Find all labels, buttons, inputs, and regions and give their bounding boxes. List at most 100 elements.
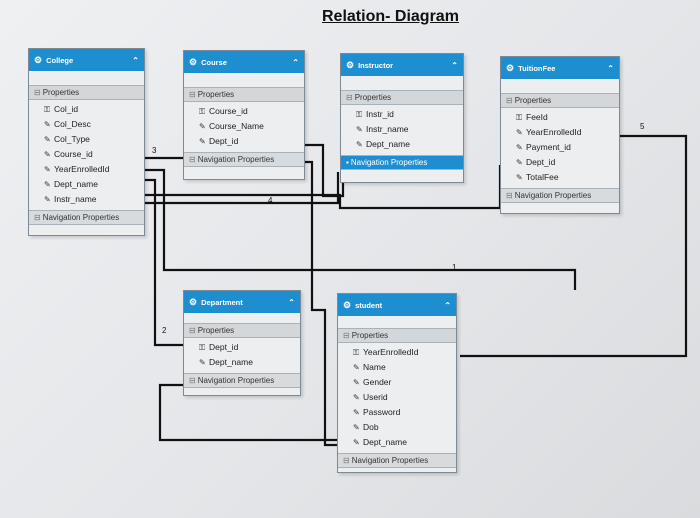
relation-line-college-instructor [143,172,340,205]
entity-name: student [355,300,383,310]
properties-section[interactable]: ⊟Properties [341,90,463,105]
property[interactable]: ✎Course_id [29,147,144,162]
property[interactable]: ✎Dept_id [184,134,304,149]
navigation-properties-section[interactable]: ⊟Navigation Properties [184,152,304,167]
entity-header[interactable]: ⚙ Course ⌃ [184,51,304,73]
property[interactable]: ✎Dept_id [501,155,619,170]
wrench-icon: ✎ [353,423,360,432]
property[interactable]: ✎Gender [338,375,456,390]
entity-name: Department [201,297,243,307]
entity-course[interactable]: ⚙ Course ⌃ ⊟Properties ⚿Course_id✎Course… [183,50,305,180]
property-name: Dept_id [209,136,239,146]
property[interactable]: ✎Name [338,360,456,375]
property-name: Dob [363,422,379,432]
property-name: Dept_id [526,157,556,167]
entity-header[interactable]: ⚙ Instructor ⌃ [341,54,463,76]
chevron-up-icon[interactable]: ⌃ [132,55,139,65]
wrench-icon: ✎ [44,195,51,204]
entity-header[interactable]: ⚙ Department ⌃ [184,291,300,313]
entity-tuitionfee[interactable]: ⚙ TuitionFee ⌃ ⊟Properties ⚿FeeId✎YearEn… [500,56,620,214]
entity-name: TuitionFee [518,63,556,73]
entity-header[interactable]: ⚙ student ⌃ [338,294,456,316]
chevron-up-icon[interactable]: ⌃ [607,63,614,73]
entity-header[interactable]: ⚙ TuitionFee ⌃ [501,57,619,79]
property-name: Dept_id [209,342,239,352]
property-list: ⚿Course_id✎Course_Name✎Dept_id [184,102,304,152]
property[interactable]: ✎Dob [338,420,456,435]
property-name: Course_id [209,106,248,116]
properties-section[interactable]: ⊟Properties [338,328,456,343]
entity-instructor[interactable]: ⚙ Instructor ⌃ ⊟Properties ⚿Instr_id✎Ins… [340,53,464,183]
property-name: YearEnrolledId [363,347,419,357]
entity-student[interactable]: ⚙ student ⌃ ⊟Properties ⚿YearEnrolledId✎… [337,293,457,473]
key-property[interactable]: ⚿Col_id [29,102,144,117]
property[interactable]: ✎YearEnrolledId [29,162,144,177]
property[interactable]: ✎TotalFee [501,170,619,185]
entity-college[interactable]: ⚙ College ⌃ ⊟Properties ⚿Col_id✎Col_Desc… [28,48,145,236]
property-name: TotalFee [526,172,559,182]
wrench-icon: ✎ [199,137,206,146]
property-name: YearEnrolledId [54,164,110,174]
wrench-icon: ✎ [353,378,360,387]
key-property[interactable]: ⚿Instr_id [341,107,463,122]
chevron-up-icon[interactable]: ⌃ [288,297,295,307]
chevron-up-icon[interactable]: ⌃ [444,300,451,310]
wrench-icon: ✎ [353,393,360,402]
chevron-up-icon[interactable]: ⌃ [451,60,458,70]
property[interactable]: ✎Dept_name [184,355,300,370]
diagram-title: Relation- Diagram [322,8,459,25]
entity-icon: ⚙ [34,54,43,65]
property-name: Instr_name [54,194,97,204]
properties-section[interactable]: ⊟Properties [501,93,619,108]
chevron-up-icon[interactable]: ⌃ [292,57,299,67]
relation-number-5: 5 [640,122,645,131]
property-name: Name [363,362,386,372]
property[interactable]: ✎YearEnrolledId [501,125,619,140]
property-name: YearEnrolledId [526,127,582,137]
wrench-icon: ✎ [353,438,360,447]
properties-section[interactable]: ⊟Properties [184,323,300,338]
properties-section[interactable]: ⊟Properties [29,85,144,100]
property-name: Course_Name [209,121,264,131]
property-name: Dept_name [366,139,410,149]
properties-section[interactable]: ⊟Properties [184,87,304,102]
property-name: Instr_id [366,109,394,119]
property[interactable]: ✎Instr_name [341,122,463,137]
navigation-properties-section[interactable]: ⊟Navigation Properties [29,210,144,225]
property-name: FeeId [526,112,548,122]
property-name: Col_Desc [54,119,91,129]
property[interactable]: ✎Dept_name [29,177,144,192]
entity-icon: ⚙ [346,59,355,70]
navigation-properties-section[interactable]: ▪Navigation Properties [341,155,463,170]
property[interactable]: ✎Password [338,405,456,420]
property[interactable]: ✎Col_Desc [29,117,144,132]
property[interactable]: ✎Userid [338,390,456,405]
property[interactable]: ✎Dept_name [338,435,456,450]
property[interactable]: ✎Course_Name [184,119,304,134]
relation-number-1: 1 [452,263,457,272]
key-property[interactable]: ⚿Dept_id [184,340,300,355]
property-name: Userid [363,392,388,402]
entity-department[interactable]: ⚙ Department ⌃ ⊟Properties ⚿Dept_id✎Dept… [183,290,301,396]
property[interactable]: ✎Instr_name [29,192,144,207]
navigation-properties-section[interactable]: ⊟Navigation Properties [501,188,619,203]
key-property[interactable]: ⚿Course_id [184,104,304,119]
property[interactable]: ✎Payment_id [501,140,619,155]
relation-line-tuitionfee-student [460,134,688,358]
property-name: Gender [363,377,392,387]
wrench-icon: ✎ [199,122,206,131]
property-name: Col_id [54,104,79,114]
key-property[interactable]: ⚿YearEnrolledId [338,345,456,360]
navigation-properties-section[interactable]: ⊟Navigation Properties [338,453,456,468]
key-icon: ⚿ [516,113,523,122]
wrench-icon: ✎ [516,143,523,152]
navigation-properties-section[interactable]: ⊟Navigation Properties [184,373,300,388]
entity-name: College [46,55,74,65]
entity-header[interactable]: ⚙ College ⌃ [29,49,144,71]
property[interactable]: ✎Col_Type [29,132,144,147]
property-name: Dept_name [54,179,98,189]
key-property[interactable]: ⚿FeeId [501,110,619,125]
property-name: Instr_name [366,124,409,134]
relation-number-4: 4 [268,196,273,205]
property[interactable]: ✎Dept_name [341,137,463,152]
